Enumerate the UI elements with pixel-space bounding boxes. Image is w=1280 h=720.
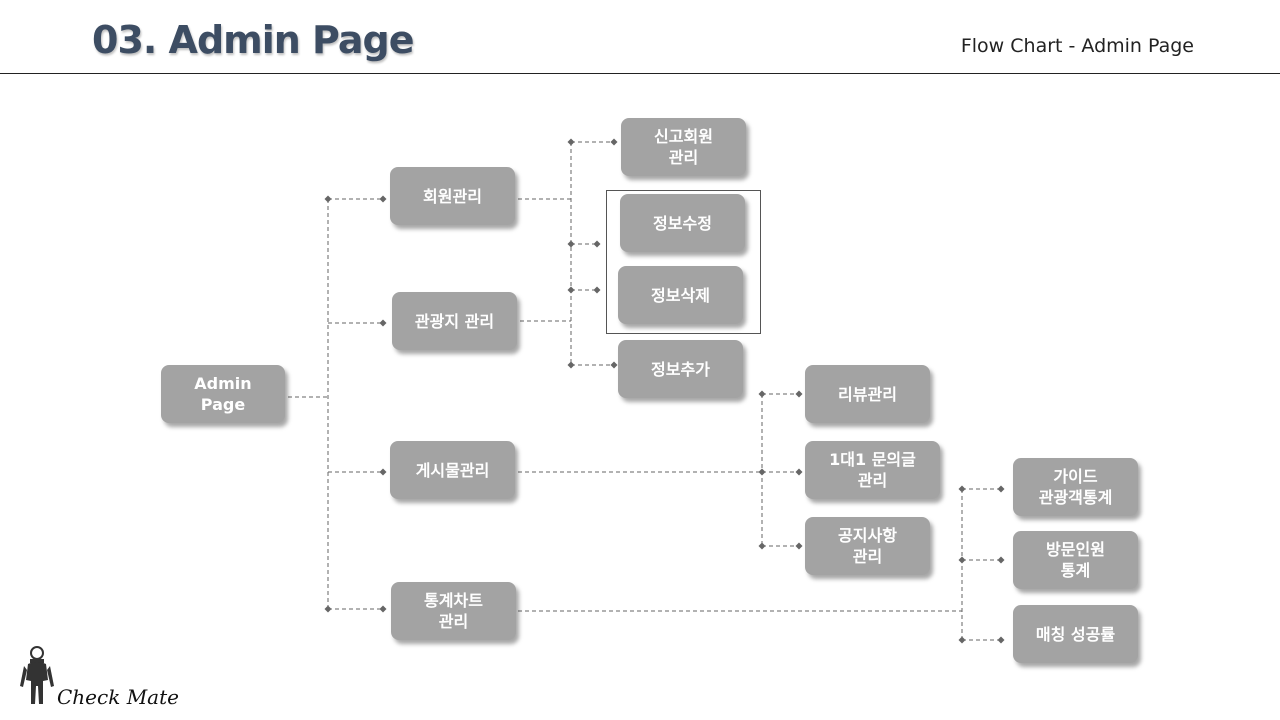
node-add-info-label: 정보추가 bbox=[651, 359, 710, 379]
node-tourist-spot-management: 관광지 관리 bbox=[392, 292, 517, 350]
node-delete-info: 정보삭제 bbox=[618, 266, 743, 324]
node-edit-info-label: 정보수정 bbox=[653, 213, 712, 233]
node-review-management: 리뷰관리 bbox=[805, 365, 930, 423]
brand-name: Check Mate bbox=[57, 685, 179, 709]
node-visitor-count-stats: 방문인원 통계 bbox=[1013, 531, 1138, 589]
node-review-management-label: 리뷰관리 bbox=[838, 384, 897, 404]
node-reported-member-management-label: 신고회원 관리 bbox=[654, 127, 713, 167]
node-matching-success-rate: 매칭 성공률 bbox=[1013, 605, 1138, 663]
node-matching-success-rate-label: 매칭 성공률 bbox=[1035, 624, 1116, 644]
node-guide-tourist-stats: 가이드 관광객통계 bbox=[1013, 458, 1138, 516]
node-statistics-chart-management-label: 통계차트 관리 bbox=[424, 591, 483, 631]
node-add-info: 정보추가 bbox=[618, 340, 743, 398]
info-edit-delete-group bbox=[606, 190, 761, 334]
node-member-management: 회원관리 bbox=[390, 167, 515, 225]
node-post-management-label: 게시물관리 bbox=[415, 460, 490, 480]
node-post-management: 게시물관리 bbox=[390, 441, 515, 499]
node-reported-member-management: 신고회원 관리 bbox=[621, 118, 746, 176]
node-guide-tourist-stats-label: 가이드 관광객통계 bbox=[1038, 467, 1113, 507]
node-inquiry-management-label: 1대1 문의글 관리 bbox=[829, 450, 916, 490]
node-tourist-spot-management-label: 관광지 관리 bbox=[414, 311, 495, 331]
node-inquiry-management: 1대1 문의글 관리 bbox=[805, 441, 940, 499]
node-notice-management: 공지사항 관리 bbox=[805, 517, 930, 575]
page-title: 03. Admin Page bbox=[92, 18, 415, 62]
node-visitor-count-stats-label: 방문인원 통계 bbox=[1046, 540, 1105, 580]
page-subtitle: Flow Chart - Admin Page bbox=[960, 35, 1194, 57]
brand-logo-icon bbox=[20, 646, 54, 704]
node-notice-management-label: 공지사항 관리 bbox=[838, 526, 897, 566]
node-delete-info-label: 정보삭제 bbox=[651, 285, 710, 305]
node-admin-page-label: Admin Page bbox=[194, 374, 252, 414]
node-statistics-chart-management: 통계차트 관리 bbox=[391, 582, 516, 640]
node-member-management-label: 회원관리 bbox=[423, 186, 482, 206]
node-edit-info: 정보수정 bbox=[620, 194, 745, 252]
header-divider bbox=[0, 73, 1280, 74]
node-admin-page: Admin Page bbox=[161, 365, 285, 423]
